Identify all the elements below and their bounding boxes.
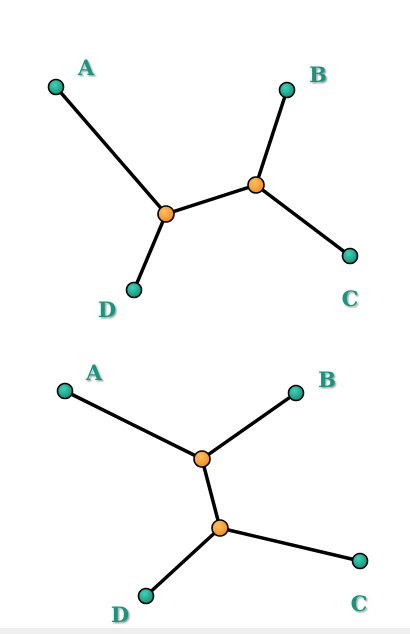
leaf-node-c (351, 552, 369, 570)
edge-n2-C (218, 526, 362, 563)
leaf-node-a (56, 382, 74, 400)
leaf-node-a (47, 78, 65, 96)
edge-n2-B (254, 88, 289, 187)
edge-n2-D (144, 526, 222, 598)
leaf-label-d: D (111, 602, 129, 627)
edge-A-n1 (63, 389, 204, 461)
internal-node-n1 (157, 205, 175, 223)
leaf-node-d (125, 281, 143, 299)
leaf-label-b: B (318, 367, 336, 392)
leaf-label-c: C (342, 286, 359, 311)
edge-n2-C (254, 183, 352, 258)
internal-node-n1 (193, 450, 211, 468)
leaf-node-b (287, 384, 305, 402)
leaf-label-c: C (351, 591, 368, 616)
internal-node-n2 (211, 519, 229, 537)
tree-1: A B C D (47, 55, 359, 322)
tree-2: A B C D (56, 360, 369, 627)
leaf-node-b (278, 81, 296, 99)
edge-D-n1 (132, 212, 168, 292)
internal-node-n2 (247, 176, 265, 194)
leaf-label-b: B (309, 62, 327, 87)
bottom-scrollbar-strip (0, 628, 410, 634)
leaf-node-c (341, 247, 359, 265)
leaf-label-a: A (77, 55, 95, 80)
leaf-label-d: D (98, 297, 116, 322)
edge-n1-n2 (164, 183, 258, 216)
edge-B-n1 (200, 391, 298, 461)
leaf-label-a: A (85, 360, 103, 385)
leaf-node-d (137, 587, 155, 605)
edge-A-n1 (54, 85, 168, 216)
edge-n1-n2 (200, 457, 222, 530)
